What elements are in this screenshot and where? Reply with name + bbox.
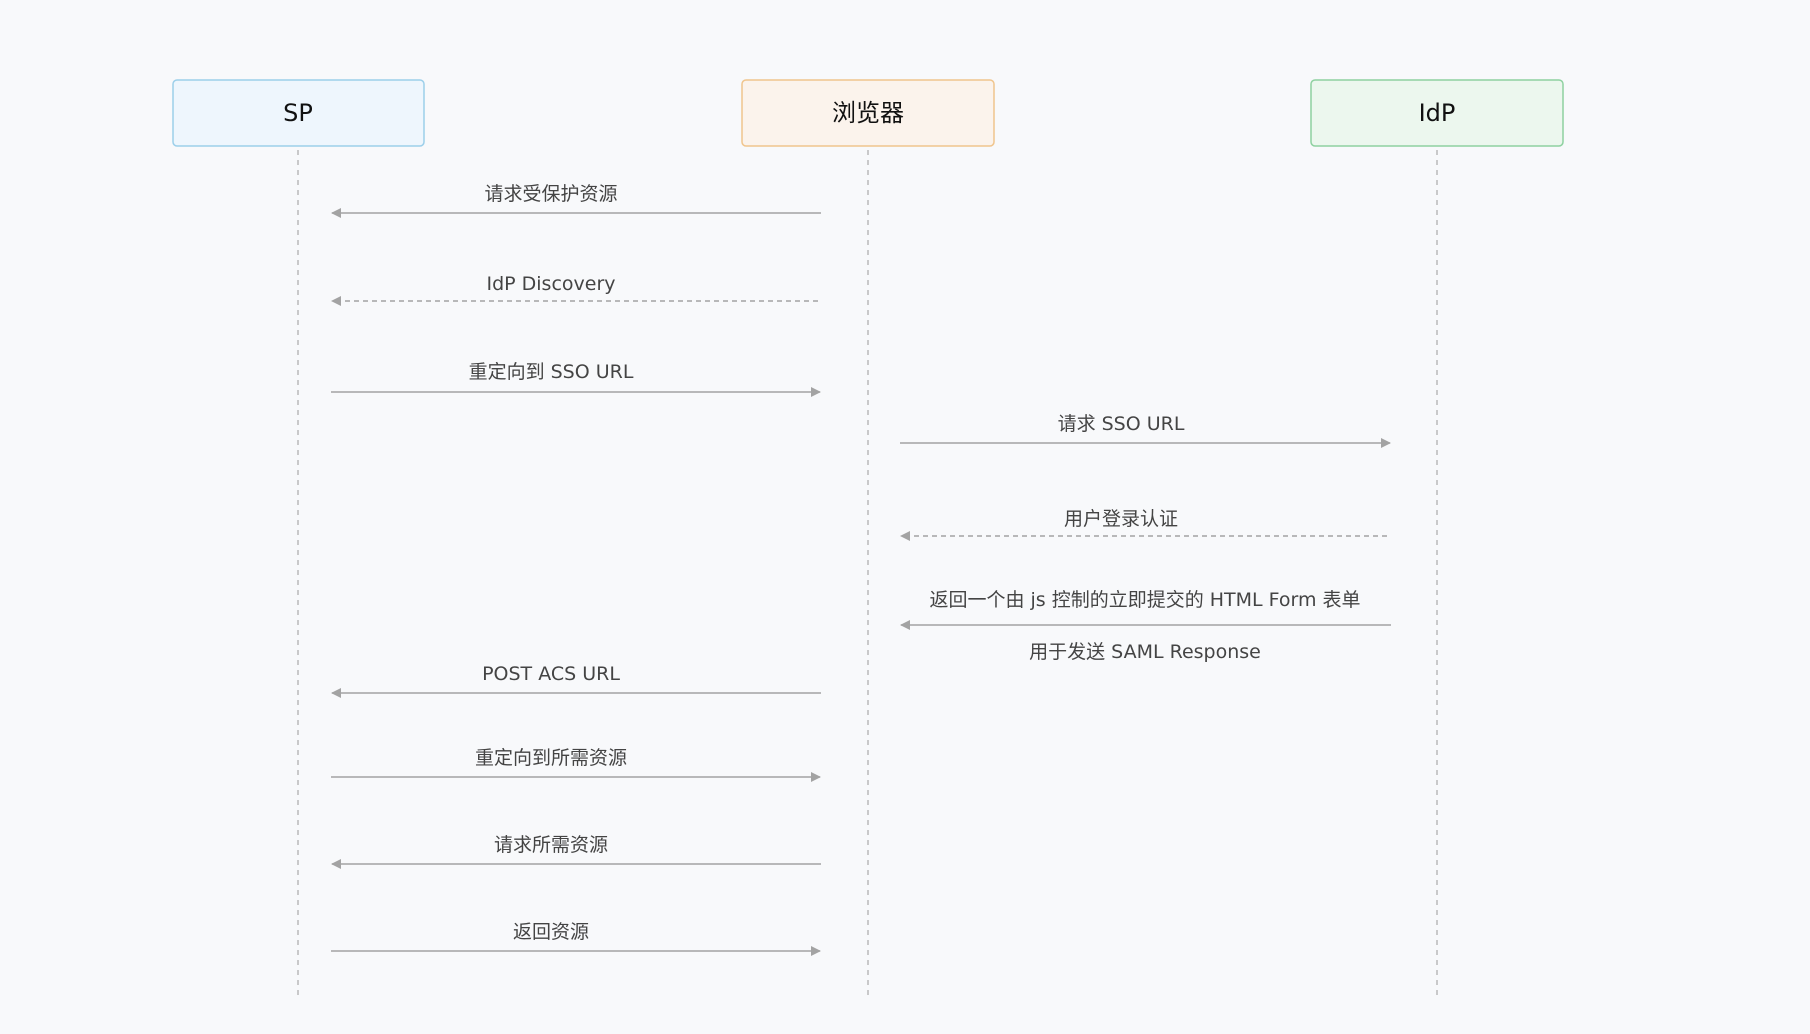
message-request-required-resource: 请求所需资源 <box>331 834 821 869</box>
message-label: 返回资源 <box>513 921 589 943</box>
message-sublabel: 用于发送 SAML Response <box>1029 641 1261 663</box>
message-label: 重定向到所需资源 <box>475 747 627 769</box>
actor-label-idp: IdP <box>1419 99 1456 127</box>
message-label: 重定向到 SSO URL <box>469 361 634 383</box>
message-label: 请求受保护资源 <box>484 183 617 205</box>
actor-box-sp <box>172 79 425 147</box>
actor-box-browser <box>741 79 995 147</box>
lifelines <box>297 150 1438 995</box>
message-redirect-sso-url: 重定向到 SSO URL <box>331 361 821 397</box>
message-label: 返回一个由 js 控制的立即提交的 HTML Form 表单 <box>929 589 1360 611</box>
actor-label-sp: SP <box>283 99 313 127</box>
message-idp-discovery: IdP Discovery <box>331 273 818 306</box>
message-return-resource: 返回资源 <box>331 921 821 956</box>
actor-idp: IdP <box>1310 79 1564 147</box>
actor-box-idp <box>1310 79 1564 147</box>
message-user-login-auth: 用户登录认证 <box>900 508 1387 541</box>
message-return-html-form: 返回一个由 js 控制的立即提交的 HTML Form 表单 用于发送 SAML… <box>900 589 1391 663</box>
message-request-sso-url: 请求 SSO URL <box>900 413 1391 448</box>
message-label: IdP Discovery <box>486 273 615 295</box>
message-redirect-required-resource: 重定向到所需资源 <box>331 747 821 782</box>
messages: 请求受保护资源 IdP Discovery 重定向到 SSO URL 请求 SS… <box>331 183 1391 956</box>
message-label: 请求 SSO URL <box>1058 413 1185 435</box>
actor-label-browser: 浏览器 <box>832 99 904 127</box>
message-label: 用户登录认证 <box>1064 508 1178 530</box>
actor-browser: 浏览器 <box>741 79 995 147</box>
message-label: 请求所需资源 <box>494 834 608 856</box>
actor-sp: SP <box>172 79 425 147</box>
message-post-acs-url: POST ACS URL <box>331 663 821 698</box>
message-request-protected-resource: 请求受保护资源 <box>331 183 821 218</box>
message-label: POST ACS URL <box>482 663 620 685</box>
